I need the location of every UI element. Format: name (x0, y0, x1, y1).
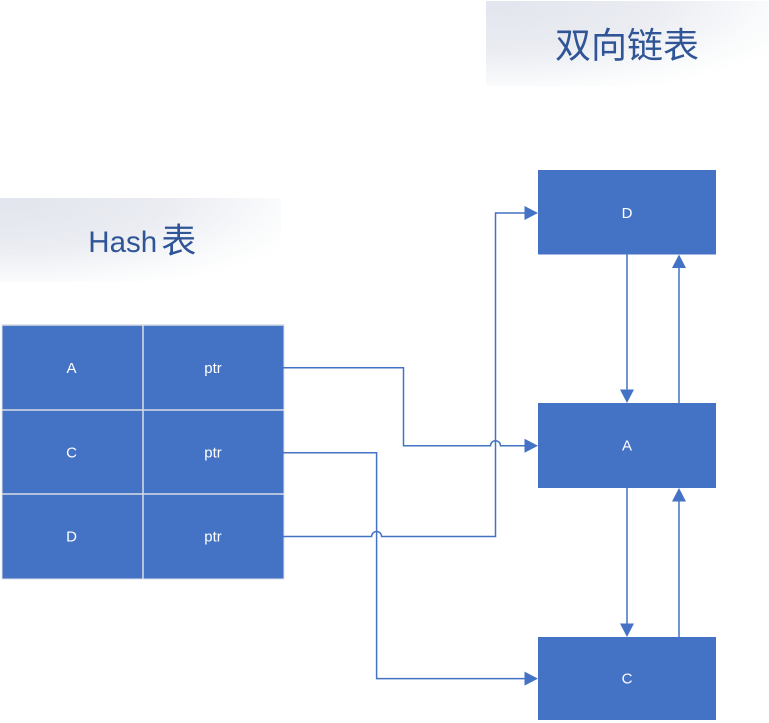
svg-text:ptr: ptr (204, 445, 222, 462)
svg-text:C: C (622, 671, 633, 688)
svg-text:C: C (66, 445, 77, 462)
svg-text:D: D (66, 529, 77, 546)
svg-text:A: A (66, 360, 76, 377)
svg-text:ptr: ptr (204, 360, 222, 377)
svg-text:ptr: ptr (204, 529, 222, 546)
svg-text:A: A (622, 438, 632, 455)
svg-text:Hash: Hash (88, 226, 157, 259)
svg-text:D: D (622, 205, 633, 222)
